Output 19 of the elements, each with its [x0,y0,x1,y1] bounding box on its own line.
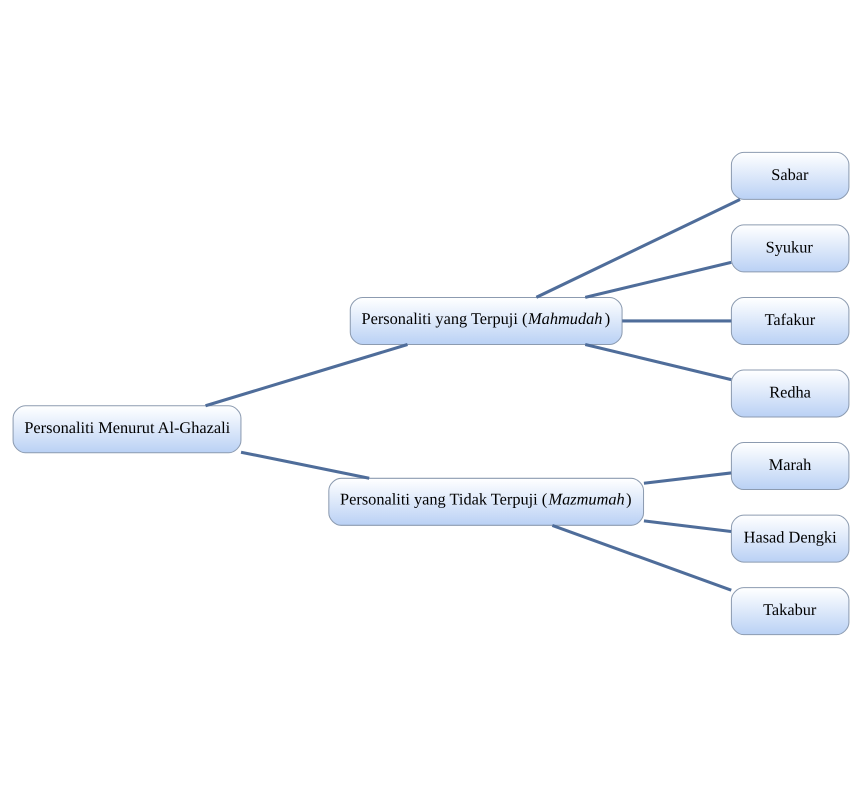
connector [204,342,408,407]
node-box: Tafakur [730,296,849,344]
node-box: Redha [730,369,849,417]
connector [584,342,732,381]
node-box: Personaliti yang Terpuji (Mahmudah) [349,296,622,344]
connector [643,470,731,484]
node-box: Syukur [730,224,849,272]
node-box: Hasad Dengki [730,514,849,562]
connector [643,518,731,533]
connector [622,318,731,322]
connector [535,198,740,298]
node-box: Personaliti yang Tidak Terpuji (Mazmumah) [328,477,644,526]
node-box: Takabur [730,586,849,635]
node-box: Personaliti Menurut Al-Ghazali [12,404,241,453]
connector [584,260,732,298]
connector [551,523,732,592]
connector [240,450,370,480]
node-box: Marah [730,442,849,490]
node-box: Sabar [730,151,849,200]
